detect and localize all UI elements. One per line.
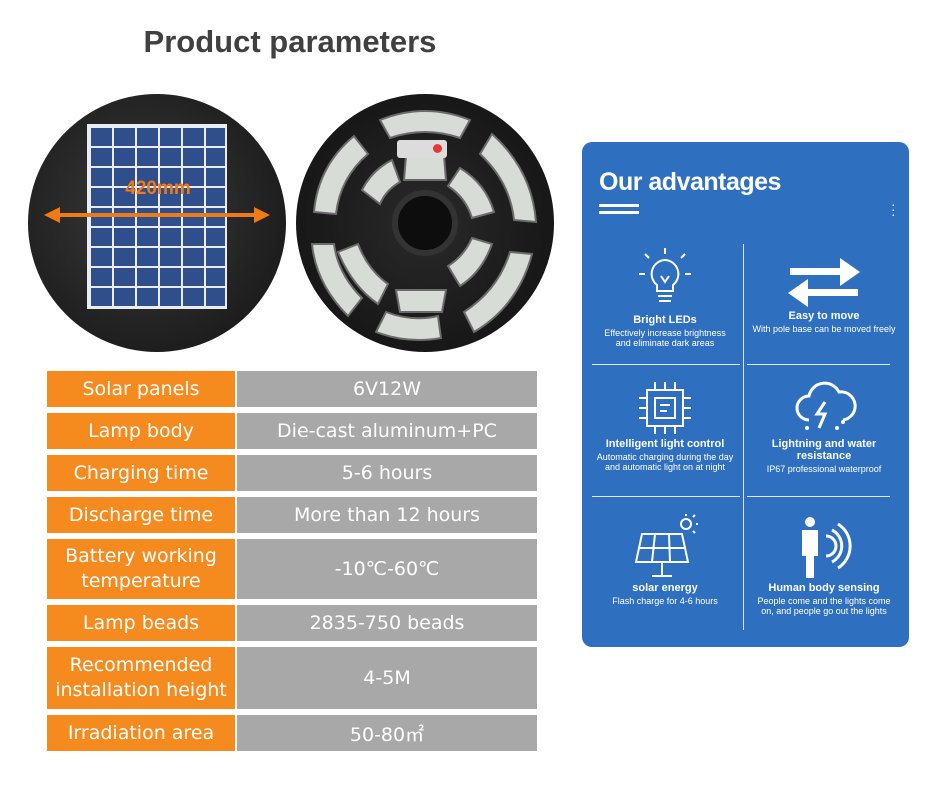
spec-label: Recommended installation height [47, 647, 235, 709]
advantage-title: Easy to move [788, 310, 860, 322]
spec-value: 2835-750 beads [237, 605, 537, 641]
spec-label: Irradiation area [47, 715, 235, 751]
lamp-display-panel [397, 140, 447, 158]
chip-icon [639, 382, 691, 434]
horizontal-divider [747, 364, 890, 365]
spec-table: Solar panels 6V12W Lamp body Die-cast al… [47, 371, 537, 757]
led-modules-icon [310, 110, 538, 341]
advantage-item: Lightning and water resistance IP67 prof… [744, 376, 904, 474]
advantage-desc: IP67 professional waterproof [766, 464, 882, 474]
advantage-item: Easy to move With pole base can be moved… [744, 256, 904, 334]
advantage-item: solar energy Flash charge for 4-6 hours [585, 514, 745, 606]
swap-arrows-icon [788, 258, 860, 307]
advantage-title: Lightning and water resistance [771, 438, 877, 462]
spec-label: Lamp beads [47, 605, 235, 641]
advantage-item: Intelligent light control Automatic char… [585, 380, 745, 472]
spec-row: Charging time 5-6 hours [47, 455, 537, 491]
advantage-title: solar energy [632, 582, 698, 594]
spec-label: Solar panels [47, 371, 235, 407]
menu-lines-icon [599, 204, 639, 216]
spec-label: Lamp body [47, 413, 235, 449]
advantage-desc: Effectively increase brightness and elim… [604, 328, 726, 348]
spec-label: Battery working temperature [47, 539, 235, 599]
spec-value: 5-6 hours [237, 455, 537, 491]
spec-row: Irradiation area 50-80㎡ [47, 715, 537, 751]
advantage-title: Human body sensing [768, 582, 880, 594]
dimension-label: 420mm [125, 178, 191, 199]
dimension-arrow-icon [44, 207, 270, 223]
lamp-mount-hub [392, 190, 458, 256]
advantage-item: Bright LEDs Effectively increase brightn… [585, 246, 745, 348]
spec-row: Solar panels 6V12W [47, 371, 537, 407]
more-dots-icon: ··· [891, 196, 896, 222]
advantages-card: Our advantages ··· Bright LEDs Effective… [582, 142, 909, 647]
advantage-desc: Automatic charging during the day and au… [596, 452, 734, 472]
spec-row: Lamp beads 2835-750 beads [47, 605, 537, 641]
advantage-title: Intelligent light control [605, 438, 725, 450]
spec-value: Die-cast aluminum+PC [237, 413, 537, 449]
solar-panel-image: 420mm [28, 94, 286, 352]
advantage-desc: Flash charge for 4-6 hours [612, 596, 718, 606]
vertical-divider [743, 244, 744, 630]
spec-value: -10℃-60℃ [237, 539, 537, 599]
horizontal-divider [747, 496, 890, 497]
advantages-title: Our advantages [599, 168, 781, 196]
lightbulb-icon [639, 248, 691, 302]
horizontal-divider [592, 496, 740, 497]
spec-row: Recommended installation height 4-5M [47, 647, 537, 709]
spec-row: Battery working temperature -10℃-60℃ [47, 539, 537, 599]
spec-value: More than 12 hours [237, 497, 537, 533]
spec-row: Discharge time More than 12 hours [47, 497, 537, 533]
advantage-item: Human body sensing People come and the l… [744, 514, 904, 616]
advantage-desc: With pole base can be moved freely [752, 324, 896, 334]
spec-value: 4-5M [237, 647, 537, 709]
spec-label: Charging time [47, 455, 235, 491]
advantage-desc: People come and the lights come on, and … [757, 596, 891, 616]
advantage-title: Bright LEDs [633, 314, 697, 326]
lamp-image [296, 94, 554, 352]
spec-row: Lamp body Die-cast aluminum+PC [47, 413, 537, 449]
page-title: Product parameters [143, 24, 437, 59]
horizontal-divider [592, 364, 740, 365]
spec-value: 6V12W [237, 371, 537, 407]
cloud-lightning-icon [795, 381, 857, 430]
spec-label: Discharge time [47, 497, 235, 533]
motion-sensor-icon [802, 517, 852, 578]
spec-value: 50-80㎡ [237, 715, 537, 751]
solar-panel-icon [634, 514, 698, 577]
